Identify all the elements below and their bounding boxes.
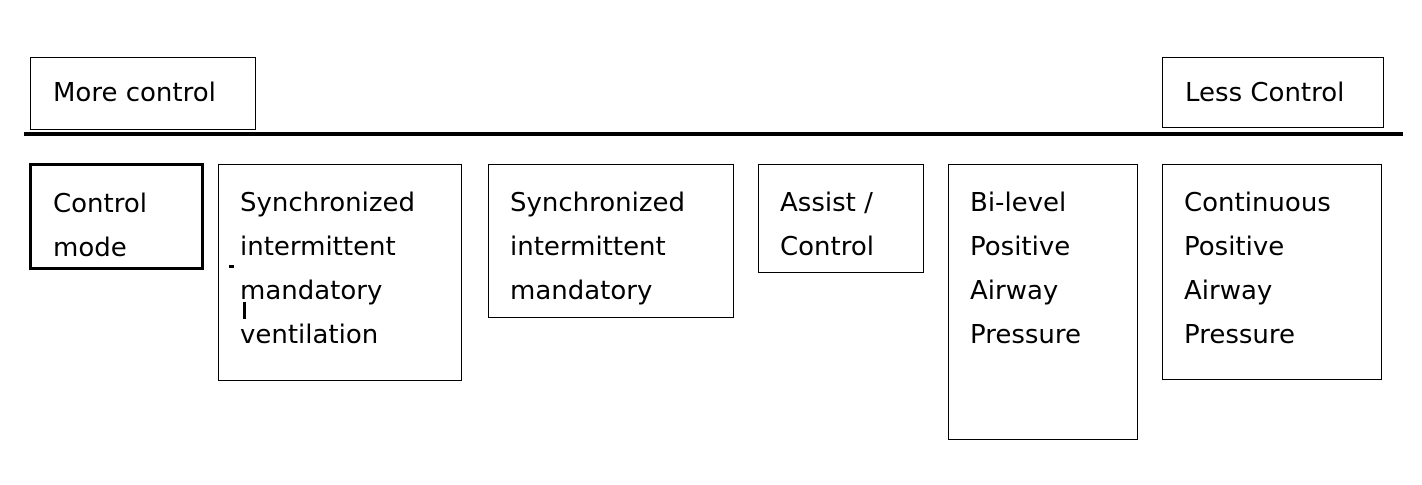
text-cursor-mark bbox=[229, 265, 234, 268]
less-control-label-box: Less Control bbox=[1162, 57, 1384, 128]
mode-box-control-mode: Control mode bbox=[29, 163, 204, 270]
control-axis-line bbox=[24, 132, 1403, 136]
mode-box-sim: Synchronized intermittent mandatory bbox=[488, 164, 734, 318]
text-cursor-mark bbox=[243, 302, 246, 319]
mode-label-bipap: Bi-level Positive Airway Pressure bbox=[970, 188, 1082, 350]
mode-box-cpap: Continuous Positive Airway Pressure bbox=[1162, 164, 1382, 380]
mode-label-sim: Synchronized intermittent mandatory bbox=[510, 188, 686, 306]
less-control-label: Less Control bbox=[1185, 78, 1345, 108]
more-control-label-box: More control bbox=[30, 57, 256, 130]
mode-box-assist-control: Assist / Control bbox=[758, 164, 924, 273]
mode-label-simv: Synchronized intermittent mandatory vent… bbox=[240, 188, 416, 350]
mode-label-assist-control: Assist / Control bbox=[780, 188, 874, 262]
mode-label-cpap: Continuous Positive Airway Pressure bbox=[1184, 188, 1331, 350]
mode-box-simv: Synchronized intermittent mandatory vent… bbox=[218, 164, 462, 381]
more-control-label: More control bbox=[53, 78, 216, 108]
mode-box-bipap: Bi-level Positive Airway Pressure bbox=[948, 164, 1138, 440]
mode-label-control-mode: Control mode bbox=[53, 189, 147, 263]
